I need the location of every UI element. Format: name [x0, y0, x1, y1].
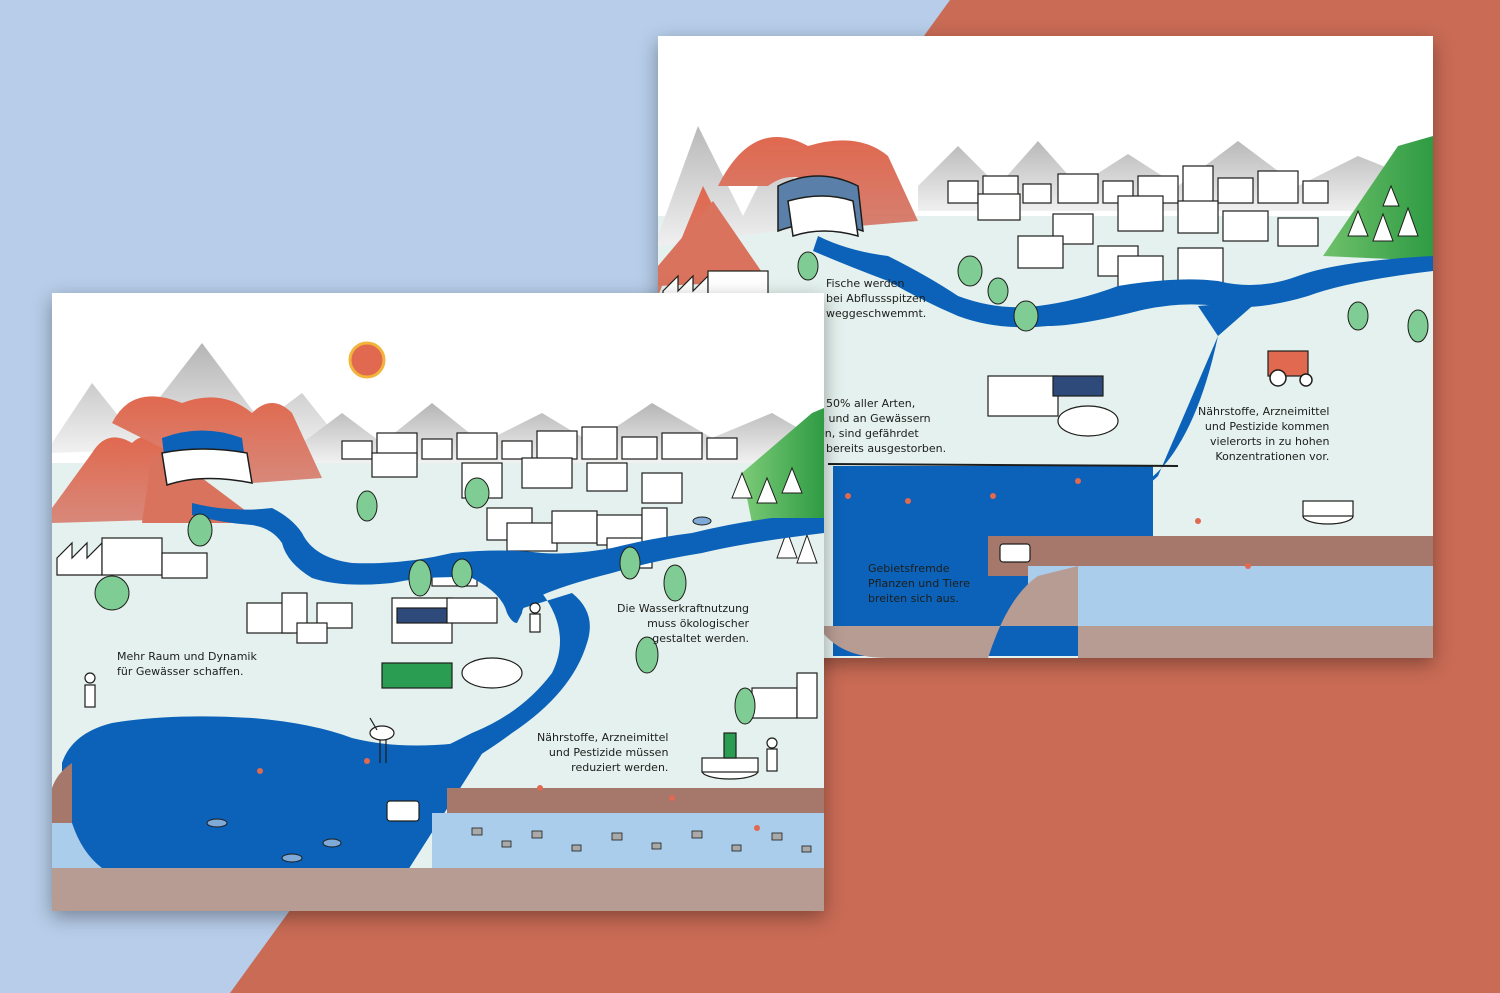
fish-icon [206, 516, 712, 863]
pipe-icon [999, 543, 1031, 563]
pipe-icon [386, 800, 420, 822]
stork-icon [369, 717, 395, 763]
treatment-plant [381, 597, 523, 689]
ground-layers [52, 763, 824, 911]
person-icon [84, 602, 778, 772]
farm-buildings [751, 672, 818, 719]
treatment-plant [987, 375, 1119, 437]
tree-icon [731, 466, 818, 564]
caption-nutrients-back: Nährstoffe, Arzneimittel und Pestizide k… [1198, 405, 1330, 463]
caption-fish: Fische werden bei Abflussspitzen weggesc… [826, 277, 927, 320]
river [62, 503, 824, 911]
dam-icon [161, 430, 253, 486]
tree-icon [797, 251, 1429, 343]
tree-icon [1347, 184, 1419, 242]
pollutant-dots [257, 758, 760, 831]
caption-invasive: Gebietsfremde Pflanzen und Tiere breiten… [868, 562, 970, 605]
sun-icon [348, 341, 386, 379]
tree-icon [94, 477, 756, 725]
dam-icon [777, 175, 864, 238]
caption-nutrients-front: Nährstoffe, Arzneimittel und Pestizide m… [537, 731, 669, 774]
caption-space: Mehr Raum und Dynamik für Gewässer schaf… [117, 650, 257, 678]
ground-layers [818, 536, 1433, 658]
factory-icon [56, 537, 208, 579]
caption-hydro: Die Wasserkraftnutzung muss ökologischer… [617, 602, 750, 645]
caption-species: r 50% aller Arten, n und an Gewässern en… [818, 397, 947, 455]
tractor-icon [1267, 350, 1313, 387]
illustration-card-front: Mehr Raum und Dynamik für Gewässer schaf… [52, 293, 824, 911]
fountain-icon [701, 732, 759, 780]
town-buildings [947, 165, 1329, 289]
fountain-icon [1302, 500, 1354, 525]
pollutant-dots [845, 478, 1251, 569]
pebbles [471, 827, 812, 853]
